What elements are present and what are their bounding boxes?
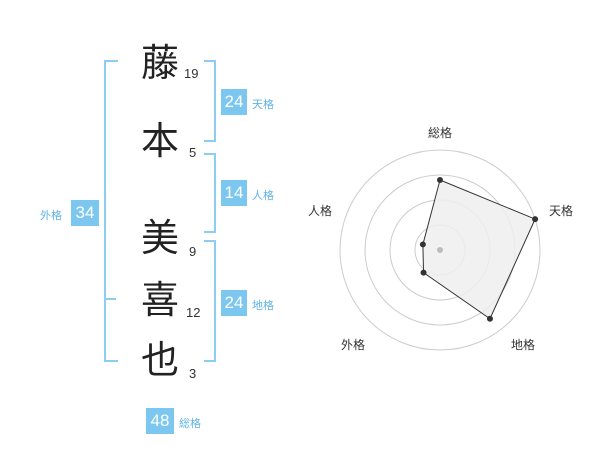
- jinkaku-label: 人格: [252, 189, 274, 202]
- radar-point: [420, 269, 427, 276]
- chikaku-value: 24: [221, 290, 247, 316]
- stroke-count-4: 12: [186, 305, 201, 320]
- radar-axis-label-chikaku: 地格: [511, 338, 536, 352]
- stroke-count-2: 5: [189, 145, 197, 160]
- chikaku-bracket: [204, 240, 216, 362]
- radar-point: [532, 216, 539, 223]
- soukaku-label: 総格: [179, 417, 201, 430]
- radar-ring: [339, 149, 541, 351]
- outer-bracket: [104, 60, 118, 362]
- radar-axis-label-jinkaku: 人格: [308, 204, 333, 218]
- name-char-3: 美: [141, 216, 180, 260]
- name-char-5: 也: [141, 338, 180, 382]
- tenkaku-bracket: [204, 60, 216, 142]
- radar-axis-label-soukaku: 総格: [428, 126, 453, 140]
- outer-bracket-mid-tick: [104, 298, 116, 300]
- radar-points: [419, 177, 539, 322]
- radar-chart: [339, 149, 541, 351]
- tenkaku-value: 24: [221, 89, 247, 115]
- gaikaku-value: 34: [71, 200, 99, 226]
- radar-point: [419, 241, 426, 248]
- jinkaku-value: 14: [221, 180, 247, 206]
- jinkaku-bracket: [204, 153, 216, 233]
- name-char-4: 喜: [141, 278, 180, 322]
- name-char-1: 藤: [141, 41, 180, 85]
- gaikaku-label: 外格: [40, 209, 62, 222]
- radar-shape: [422, 179, 536, 320]
- radar-point: [437, 177, 443, 183]
- tenkaku-label: 天格: [252, 98, 274, 111]
- radar-center: [437, 247, 443, 253]
- stroke-count-3: 9: [189, 244, 197, 259]
- radar-point: [486, 315, 493, 322]
- stroke-count-5: 3: [189, 366, 197, 381]
- chikaku-label: 地格: [252, 299, 274, 312]
- stroke-count-1: 19: [184, 66, 199, 81]
- name-char-2: 本: [141, 119, 180, 163]
- radar-axis-label-tenkaku: 天格: [549, 204, 574, 218]
- radar-axis-label-gaikaku: 外格: [341, 338, 366, 352]
- soukaku-value: 48: [146, 408, 174, 434]
